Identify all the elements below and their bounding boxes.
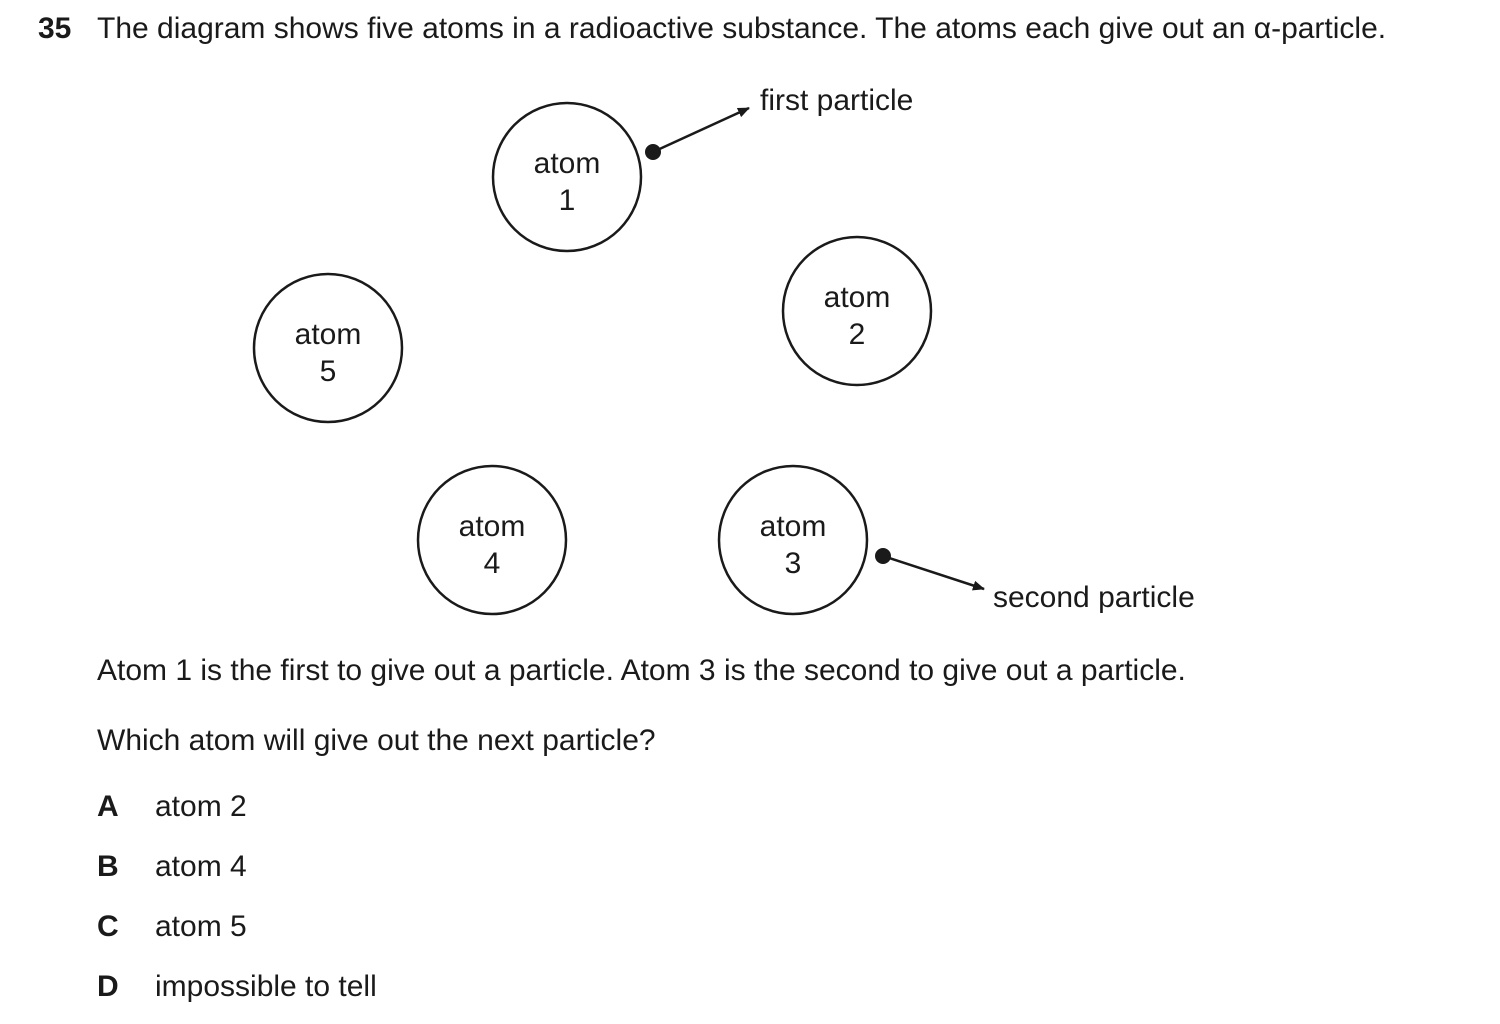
option-letter: A bbox=[97, 790, 119, 823]
stem-line-1: Atom 1 is the first to give out a partic… bbox=[97, 654, 1186, 687]
atom-4: atom 4 bbox=[416, 464, 568, 616]
stem-line-2: Which atom will give out the next partic… bbox=[97, 724, 656, 757]
atom-3: atom 3 bbox=[717, 464, 869, 616]
question-number: 35 bbox=[38, 12, 72, 45]
second-particle-arrow bbox=[882, 554, 985, 591]
question-text: The diagram shows five atoms in a radioa… bbox=[97, 12, 1387, 45]
first-particle: first particle bbox=[645, 84, 913, 160]
atoms-diagram: atom 1 atom 2 atom 3 atom 4 atom 5 first… bbox=[252, 84, 1195, 616]
atom-1-number: 1 bbox=[559, 184, 576, 217]
atom-5-number: 5 bbox=[320, 355, 337, 388]
option-text: impossible to tell bbox=[155, 970, 377, 1003]
atom-3-number: 3 bbox=[785, 547, 802, 580]
option-text: atom 5 bbox=[155, 910, 247, 943]
option-letter: B bbox=[97, 850, 119, 883]
atom-1: atom 1 bbox=[491, 101, 643, 253]
atom-2-number: 2 bbox=[849, 318, 866, 351]
atom-2: atom 2 bbox=[781, 235, 933, 387]
second-particle: second particle bbox=[875, 548, 1195, 614]
option-letter: C bbox=[97, 910, 119, 943]
option-text: atom 2 bbox=[155, 790, 247, 823]
atom-1-word: atom bbox=[534, 147, 601, 180]
atom-4-number: 4 bbox=[484, 547, 501, 580]
atom-4-word: atom bbox=[459, 510, 526, 543]
option-text: atom 4 bbox=[155, 850, 247, 883]
atom-3-word: atom bbox=[760, 510, 827, 543]
second-particle-label: second particle bbox=[993, 581, 1195, 614]
atom-2-word: atom bbox=[824, 281, 891, 314]
atom-5-word: atom bbox=[295, 318, 362, 351]
atom-5: atom 5 bbox=[252, 272, 404, 424]
first-particle-label: first particle bbox=[760, 84, 913, 117]
option-letter: D bbox=[97, 970, 119, 1003]
first-particle-arrow bbox=[652, 106, 750, 154]
